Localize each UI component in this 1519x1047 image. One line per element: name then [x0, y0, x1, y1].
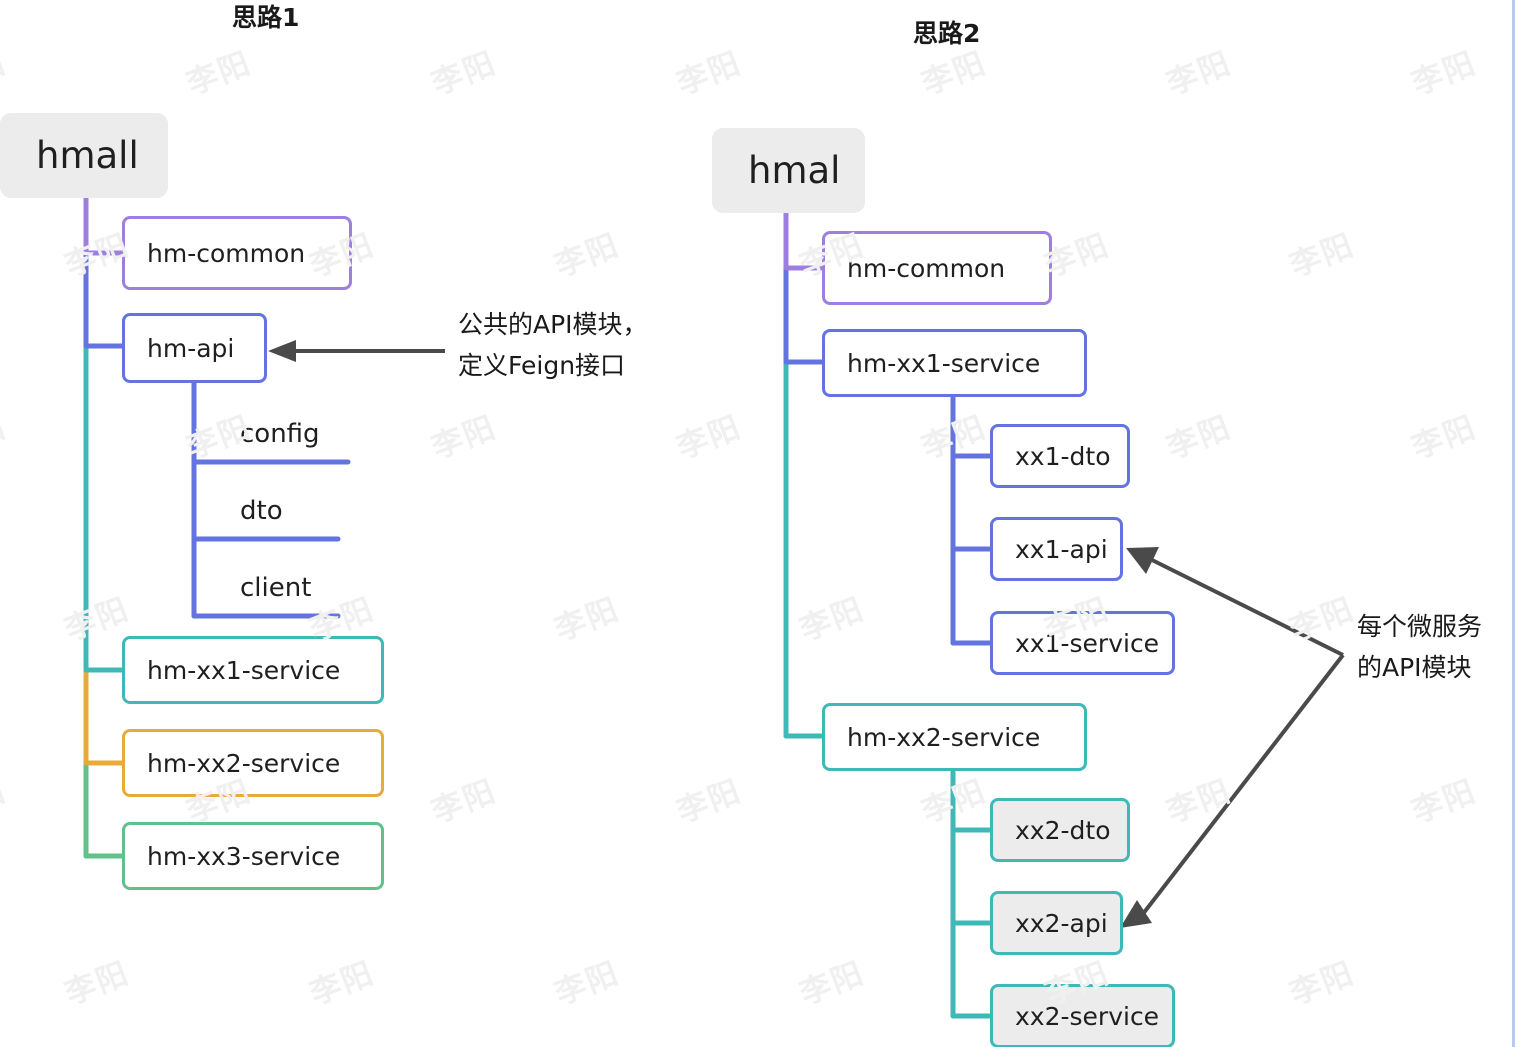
node-xx1-service[interactable]: xx1-service — [990, 611, 1175, 675]
annotation-line: 定义Feign接口 — [458, 350, 626, 380]
node-hm-common-2[interactable]: hm-common — [822, 231, 1052, 305]
annotation-line: 的API模块 — [1357, 652, 1472, 682]
annotation-idea2: 每个微服务 的API模块 — [1357, 607, 1482, 688]
node-hm-xx1-service-1[interactable]: hm-xx1-service — [122, 636, 384, 704]
idea2-arrowhead-bottom — [1120, 900, 1152, 928]
node-label: hm-xx1-service — [147, 655, 341, 685]
idea2-annotation-arrow — [1137, 554, 1345, 921]
node-xx1-dto[interactable]: xx1-dto — [990, 424, 1130, 488]
annotation-line: 每个微服务 — [1357, 612, 1483, 641]
node-label: hm-api — [147, 333, 235, 363]
node-label: client — [240, 573, 312, 603]
node-label: xx2-api — [1015, 908, 1108, 938]
node-label: xx1-dto — [1015, 441, 1111, 471]
node-config[interactable]: config — [240, 412, 390, 456]
node-label: hmal — [748, 149, 841, 192]
node-xx2-dto[interactable]: xx2-dto — [990, 798, 1130, 862]
node-xx2-api[interactable]: xx2-api — [990, 891, 1123, 955]
annotation-line: 公共的API模块， — [458, 310, 648, 339]
node-dto[interactable]: dto — [240, 489, 350, 533]
node-label: hm-xx2-service — [847, 722, 1041, 752]
section-title-idea1: 思路1 — [232, 3, 300, 32]
node-xx2-service[interactable]: xx2-service — [990, 984, 1175, 1047]
node-label: hm-common — [147, 238, 306, 268]
node-label: hm-xx3-service — [147, 841, 341, 871]
node-label: hm-xx2-service — [147, 748, 341, 778]
node-label: xx2-service — [1015, 1001, 1160, 1031]
right-edge-rule — [1512, 0, 1515, 1047]
idea1-hmapi-subtree — [191, 379, 351, 619]
node-client[interactable]: client — [240, 566, 370, 610]
node-hm-xx2-service-2[interactable]: hm-xx2-service — [822, 703, 1087, 771]
node-hm-xx2-service-1[interactable]: hm-xx2-service — [122, 729, 384, 797]
node-hm-api[interactable]: hm-api — [122, 313, 267, 383]
idea2-xx2-subtree — [950, 769, 993, 1019]
node-label: hm-common — [847, 253, 1006, 283]
idea2-xx1-subtree — [950, 395, 993, 646]
node-hm-xx1-service-2[interactable]: hm-xx1-service — [822, 329, 1087, 397]
node-hmal[interactable]: hmal — [712, 128, 865, 213]
node-xx1-api[interactable]: xx1-api — [990, 517, 1123, 581]
idea2-branches — [783, 265, 825, 739]
node-label: xx1-api — [1015, 534, 1108, 564]
node-hm-xx3-service-1[interactable]: hm-xx3-service — [122, 822, 384, 890]
idea2-arrowhead-top — [1126, 547, 1159, 574]
node-label: xx2-dto — [1015, 815, 1111, 845]
node-hmall[interactable]: hmall — [0, 113, 168, 198]
node-hm-common-1[interactable]: hm-common — [122, 216, 352, 290]
section-title-idea2: 思路2 — [913, 19, 981, 48]
node-label: config — [240, 419, 320, 449]
annotation-idea1: 公共的API模块， 定义Feign接口 — [458, 305, 648, 386]
node-label: hm-xx1-service — [847, 348, 1041, 378]
idea1-annotation-arrow — [268, 340, 445, 362]
node-label: dto — [240, 496, 283, 526]
node-label: hmall — [36, 134, 139, 177]
node-label: xx1-service — [1015, 628, 1160, 658]
idea1-branches — [83, 250, 125, 859]
